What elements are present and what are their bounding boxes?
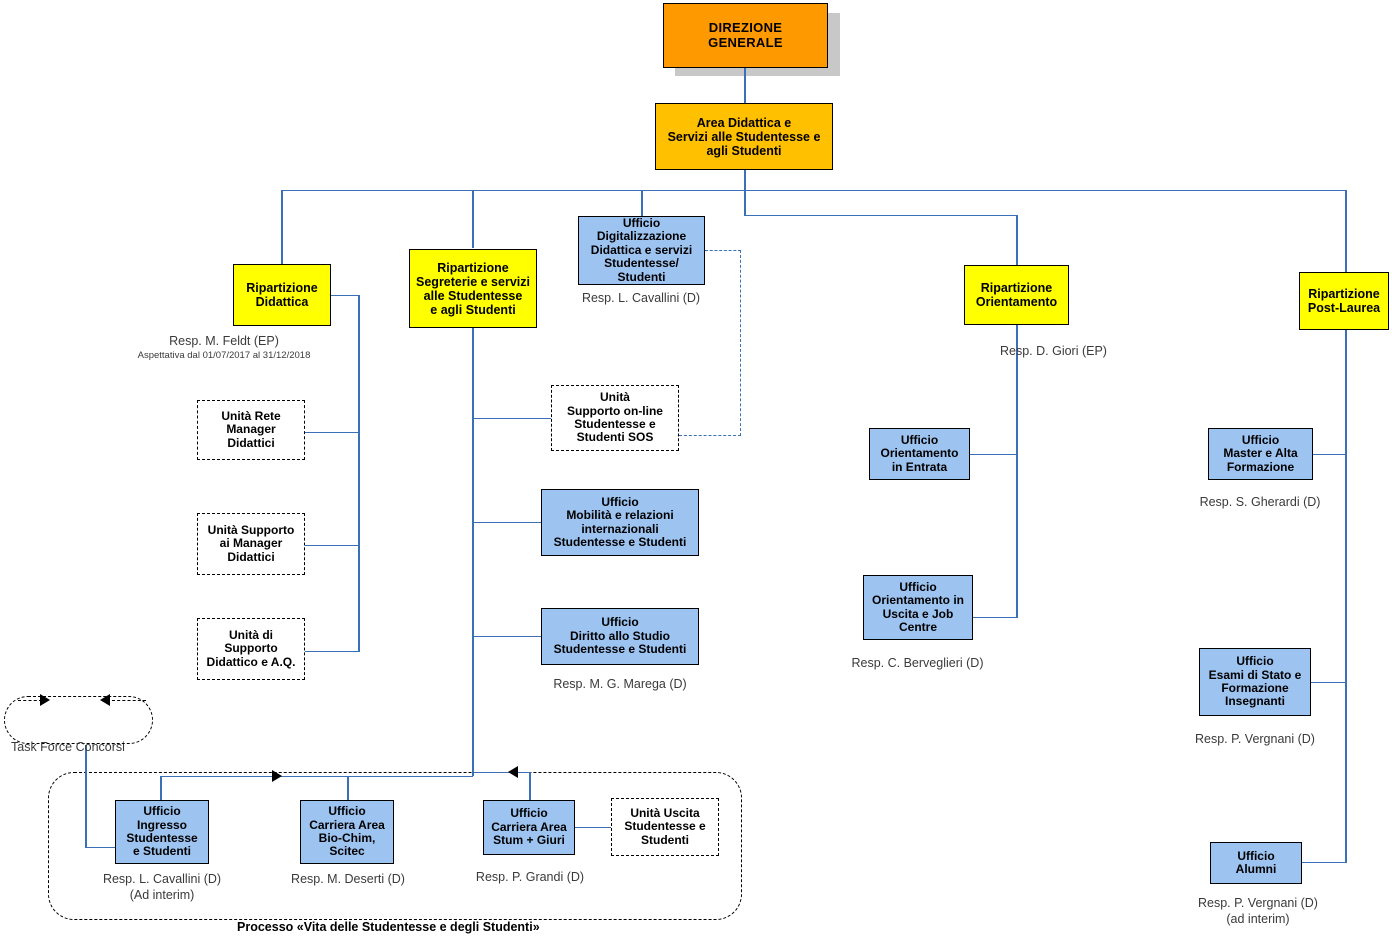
node-unita-uscita[interactable]: Unità Uscita Studentesse e Studenti	[611, 798, 719, 856]
connector-process-bus-right	[473, 772, 530, 774]
connector-segreterie-sos	[472, 418, 552, 420]
task-force-label: Task Force Concorsi	[11, 740, 125, 754]
connector-segreterie-diritto	[472, 636, 541, 638]
node-ufficio-master[interactable]: Ufficio Master e Alta Formazione	[1208, 428, 1313, 480]
caption-ufficio-alumni: Resp. P. Vergnani (D) (ad interim)	[1198, 896, 1318, 926]
caption-ripartizione-didattica-note: Aspettativa dal 01/07/2017 al 31/12/2018	[137, 350, 311, 361]
connector-orientamento-spine	[1016, 325, 1018, 618]
connector-carriera-unita-uscita	[575, 827, 611, 829]
node-ufficio-carriera-stum[interactable]: Ufficio Carriera Area Stum + Giuri	[483, 800, 575, 855]
node-ufficio-orientamento-entrata[interactable]: Ufficio Orientamento in Entrata	[869, 428, 970, 480]
connector-direzione-area	[744, 68, 746, 103]
connector-orientamento-uscita	[972, 617, 1017, 619]
dashed-connector-digitalizzazione-top	[705, 250, 741, 251]
connector-postlaurea-master	[1313, 454, 1346, 456]
node-ufficio-diritto-studio[interactable]: Ufficio Diritto allo Studio Studentesse …	[541, 608, 699, 665]
connector-drop-ingresso	[160, 776, 162, 800]
connector-segreterie-mobilita	[472, 522, 541, 524]
connector-drop-digitalizzazione	[641, 190, 643, 216]
connector-bus-orientamento	[744, 215, 1018, 217]
node-unita-supporto-manager[interactable]: Unità Supporto ai Manager Didattici	[197, 513, 305, 575]
connector-didattica-right	[331, 295, 360, 297]
process-group-boundary	[48, 772, 742, 920]
connector-taskforce-down	[85, 745, 87, 848]
connector-orientamento-entrata	[969, 454, 1017, 456]
node-unita-supporto-didattico[interactable]: Unità di Supporto Didattico e A.Q.	[197, 618, 305, 680]
connector-didattica-spine	[358, 295, 360, 652]
process-group-label: Processo «Vita delle Studentesse e degli…	[237, 920, 540, 934]
caption-ripartizione-orientamento: Resp. D. Giori (EP)	[1000, 344, 1107, 358]
node-ufficio-carriera-bio[interactable]: Ufficio Carriera Area Bio-Chim, Scitec	[300, 800, 394, 864]
process-arrow-left-icon	[508, 766, 518, 778]
connector-unita-rete	[305, 432, 360, 434]
node-direzione-generale[interactable]: DIREZIONE GENERALE	[663, 3, 828, 68]
caption-ufficio-carriera-stum: Resp. P. Grandi (D)	[475, 870, 585, 884]
node-ufficio-mobilita[interactable]: Ufficio Mobilità e relazioni internazion…	[541, 489, 699, 556]
node-unita-supporto-online[interactable]: Unità Supporto on-line Studentesse e Stu…	[551, 385, 679, 451]
node-ufficio-esami-stato[interactable]: Ufficio Esami di Stato e Formazione Inse…	[1199, 648, 1311, 716]
caption-ripartizione-didattica: Resp. M. Feldt (EP)	[169, 334, 279, 348]
node-ripartizione-post-laurea[interactable]: Ripartizione Post-Laurea	[1299, 272, 1389, 330]
connector-drop-carriera-stum	[529, 772, 531, 800]
connector-segreterie-spine	[472, 328, 474, 776]
node-ripartizione-didattica[interactable]: Ripartizione Didattica	[233, 264, 331, 326]
node-ufficio-alumni[interactable]: Ufficio Alumni	[1210, 842, 1302, 884]
connector-drop-didattica	[281, 190, 283, 264]
node-ripartizione-segreterie[interactable]: Ripartizione Segreterie e servizi alle S…	[409, 249, 537, 328]
process-arrow-right-icon	[272, 770, 282, 782]
node-area-didattica[interactable]: Area Didattica e Servizi alle Studentess…	[655, 103, 833, 170]
caption-ufficio-orientamento-uscita: Resp. C. Berveglieri (D)	[851, 656, 984, 670]
connector-drop-segreterie	[472, 190, 474, 248]
task-force-arrow-left-icon	[100, 694, 110, 706]
connector-postlaurea-esami	[1311, 682, 1346, 684]
caption-ufficio-master: Resp. S. Gherardi (D)	[1199, 495, 1321, 509]
task-force-arrow-line-left	[112, 700, 146, 701]
node-ufficio-digitalizzazione[interactable]: Ufficio Digitalizzazione Didattica e ser…	[578, 216, 705, 285]
connector-postlaurea-spine	[1345, 330, 1347, 863]
caption-ufficio-carriera-bio: Resp. M. Deserti (D)	[291, 872, 405, 886]
task-force-arrow-line-right	[18, 700, 42, 701]
connector-area-down	[744, 170, 746, 216]
task-force-arrow-right-icon	[40, 694, 50, 706]
caption-ufficio-ingresso: Resp. L. Cavallini (D) (Ad interim)	[102, 872, 222, 902]
node-ufficio-ingresso[interactable]: Ufficio Ingresso Studentesse e Studenti	[115, 800, 209, 864]
node-ripartizione-orientamento[interactable]: Ripartizione Orientamento	[964, 265, 1069, 325]
connector-main-bus	[281, 190, 1346, 192]
node-ufficio-orientamento-uscita[interactable]: Ufficio Orientamento in Uscita e Job Cen…	[863, 575, 973, 640]
caption-ufficio-digitalizzazione: Resp. L. Cavallini (D)	[581, 291, 701, 305]
connector-taskforce-ingresso	[85, 847, 117, 849]
caption-ufficio-esami-stato: Resp. P. Vergnani (D)	[1195, 732, 1315, 746]
connector-unita-supporto-didattico	[305, 651, 360, 653]
node-unita-rete-manager[interactable]: Unità Rete Manager Didattici	[197, 400, 305, 460]
connector-unita-supporto-manager	[305, 545, 360, 547]
connector-drop-postlaurea	[1345, 190, 1347, 272]
connector-drop-carriera-bio	[347, 776, 349, 800]
connector-postlaurea-alumni	[1302, 862, 1346, 864]
caption-ufficio-diritto-studio: Resp. M. G. Marega (D)	[553, 677, 687, 691]
connector-process-bus-left	[160, 776, 473, 778]
task-force-boundary	[4, 696, 153, 744]
connector-drop-orientamento	[1016, 215, 1018, 265]
dashed-connector-sos	[679, 435, 741, 436]
dashed-connector-digitalizzazione-vert	[740, 250, 741, 436]
